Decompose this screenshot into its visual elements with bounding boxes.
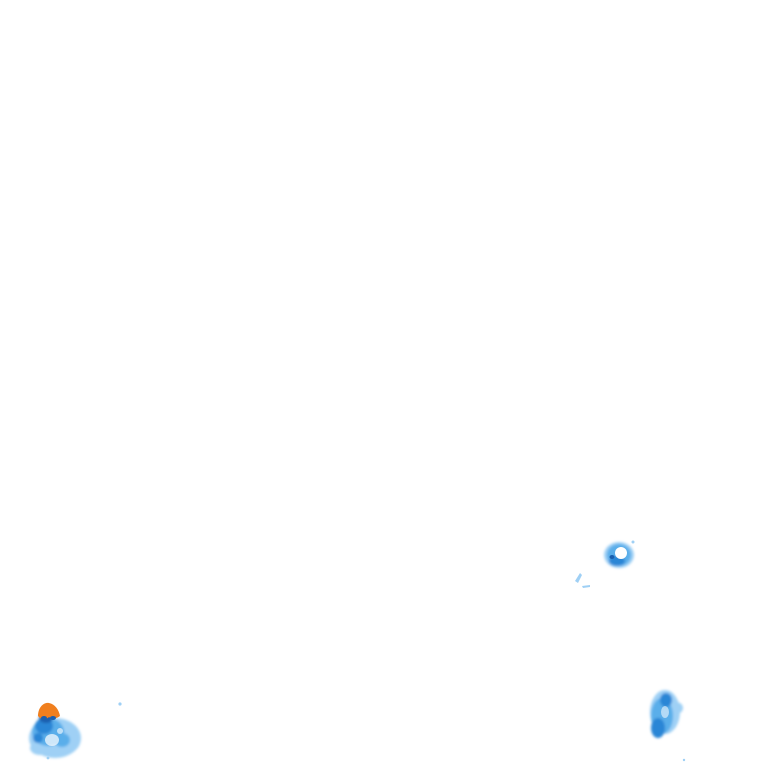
echo-mid-right	[575, 540, 635, 588]
echo-bottom-left	[29, 702, 122, 760]
echo-bottom-right	[650, 690, 686, 762]
